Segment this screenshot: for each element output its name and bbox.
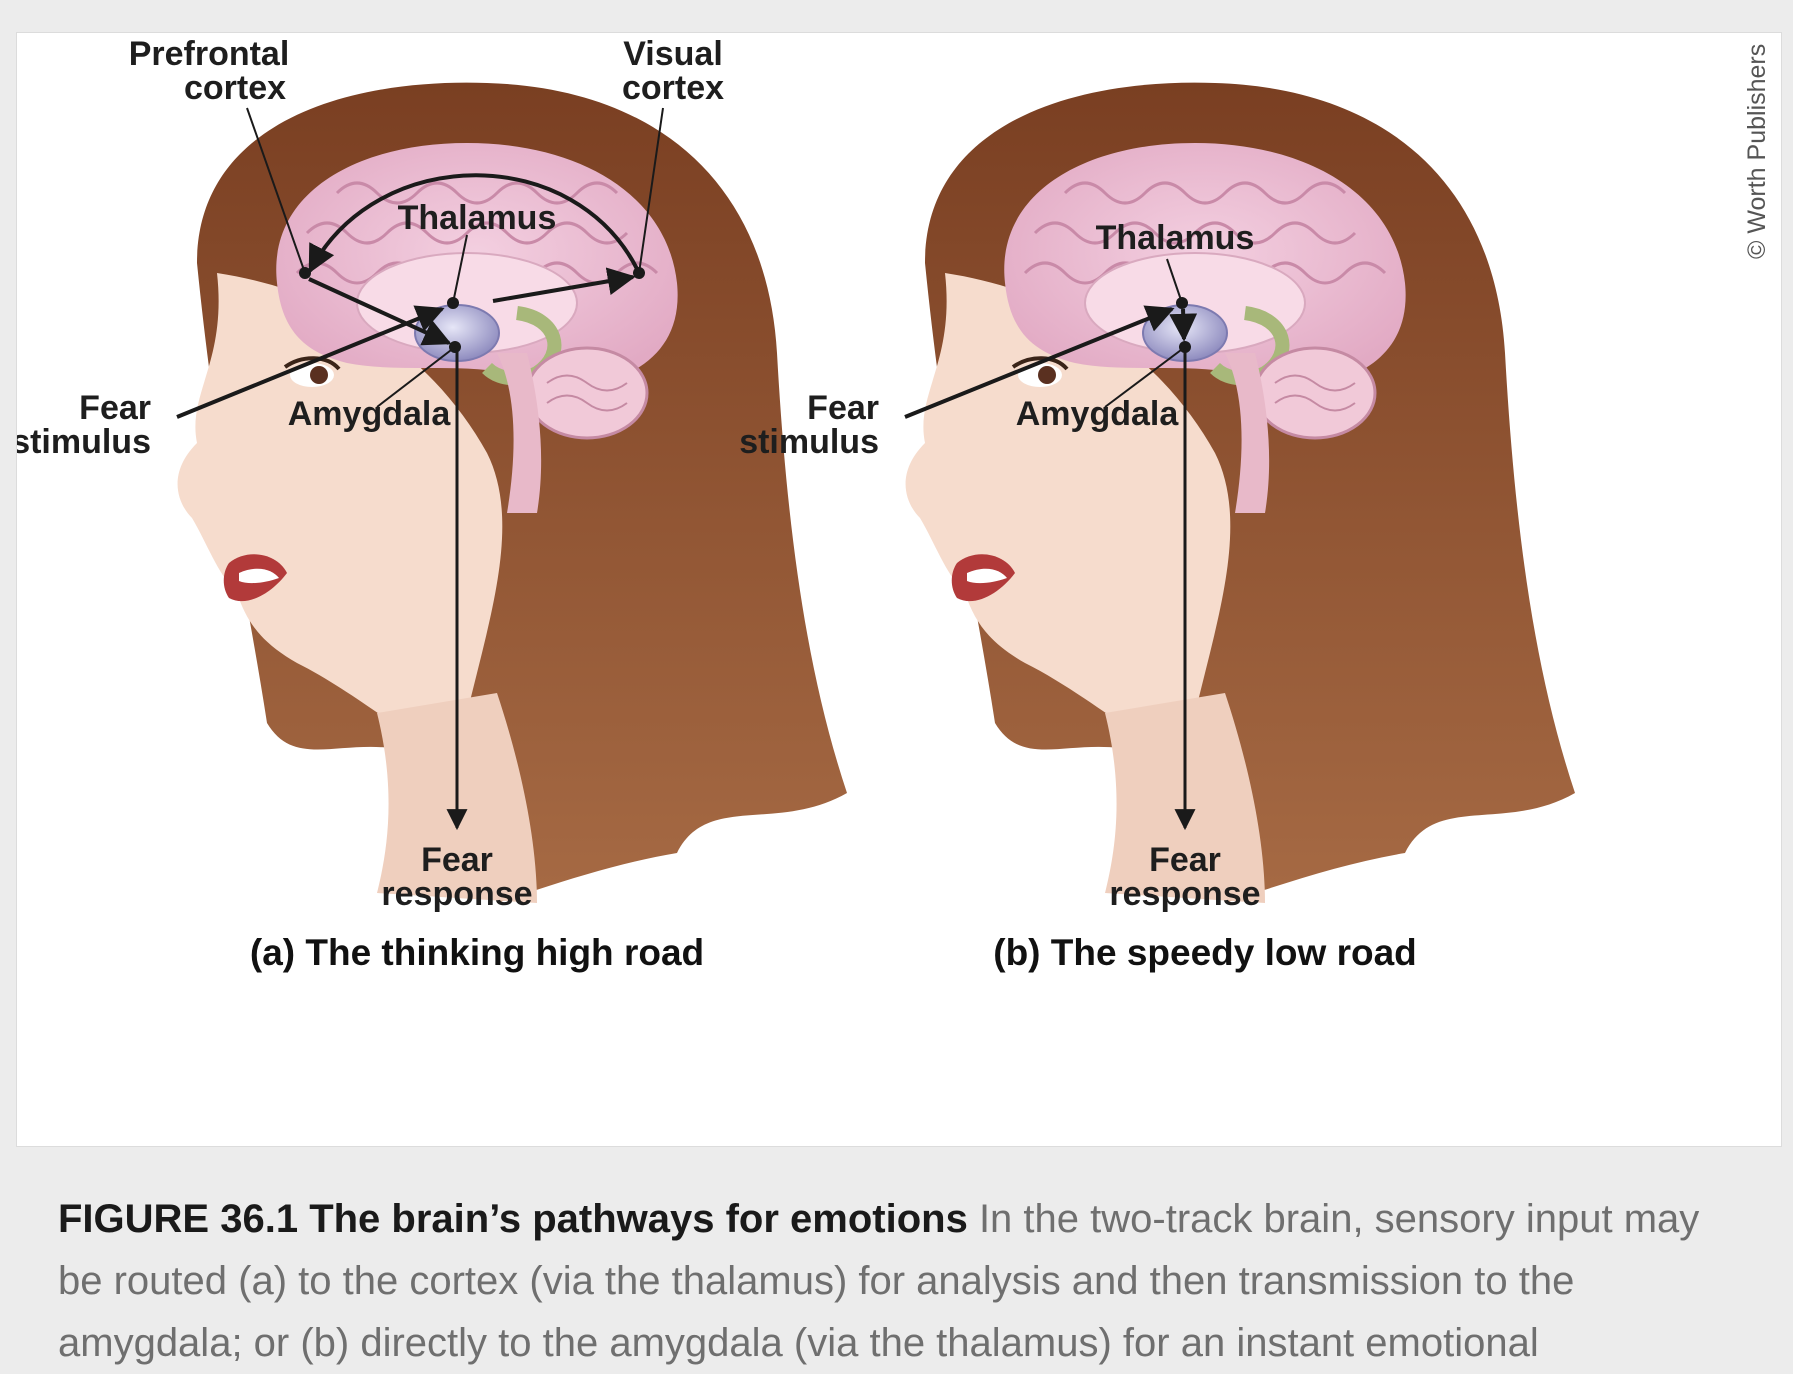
arrow-thalamus-to-amygdala-b <box>1169 308 1198 342</box>
label-response-2-b: response <box>1109 875 1260 913</box>
figure-caption-text: In the two-track brain, sensory input ma… <box>58 1197 1700 1365</box>
label-response-1-a: Fear <box>421 841 493 879</box>
head-illustration-b <box>906 83 1575 903</box>
panel-b: Thalamus Amygdala Fear stimulus Fear res… <box>739 83 1575 973</box>
label-response-1-b: Fear <box>1149 841 1221 879</box>
label-amygdala-b: Amygdala <box>1016 395 1180 433</box>
label-prefrontal-2: cortex <box>184 69 286 107</box>
label-amygdala-a: Amygdala <box>288 395 452 433</box>
copyright-credit: © Worth Publishers <box>1743 44 1771 259</box>
label-response-2-a: response <box>381 875 532 913</box>
arrow-stimulus-to-thalamus-a <box>176 305 445 419</box>
label-thalamus-a: Thalamus <box>398 199 557 237</box>
arc-arrow-visual-to-prefrontal <box>308 173 641 274</box>
arrow-prefrontal-to-amygdala <box>308 277 452 346</box>
figure-caption: FIGURE 36.1 The brain’s pathways for emo… <box>58 1188 1748 1374</box>
panel-caption-a: (a) The thinking high road <box>250 932 704 973</box>
panel-a: Prefrontal cortex Visual cortex Thalamus… <box>17 35 847 973</box>
panel-caption-b: (b) The speedy low road <box>993 932 1417 973</box>
label-visual-1: Visual <box>623 35 723 73</box>
arrow-thalamus-to-visual <box>492 267 636 303</box>
figure-caption-lead: FIGURE 36.1 The brain’s pathways for emo… <box>58 1197 968 1241</box>
figure-panel: Prefrontal cortex Visual cortex Thalamus… <box>16 32 1782 1147</box>
label-stimulus-2-b: stimulus <box>739 423 879 461</box>
label-stimulus-1-b: Fear <box>807 389 879 427</box>
brain-pathways-illustration: Prefrontal cortex Visual cortex Thalamus… <box>17 35 1771 973</box>
arrow-stimulus-to-thalamus-b <box>904 305 1175 419</box>
label-prefrontal-1: Prefrontal <box>129 35 290 73</box>
label-thalamus-b: Thalamus <box>1096 219 1255 257</box>
label-stimulus-1-a: Fear <box>79 389 151 427</box>
label-stimulus-2-a: stimulus <box>17 423 151 461</box>
label-visual-2: cortex <box>622 69 724 107</box>
